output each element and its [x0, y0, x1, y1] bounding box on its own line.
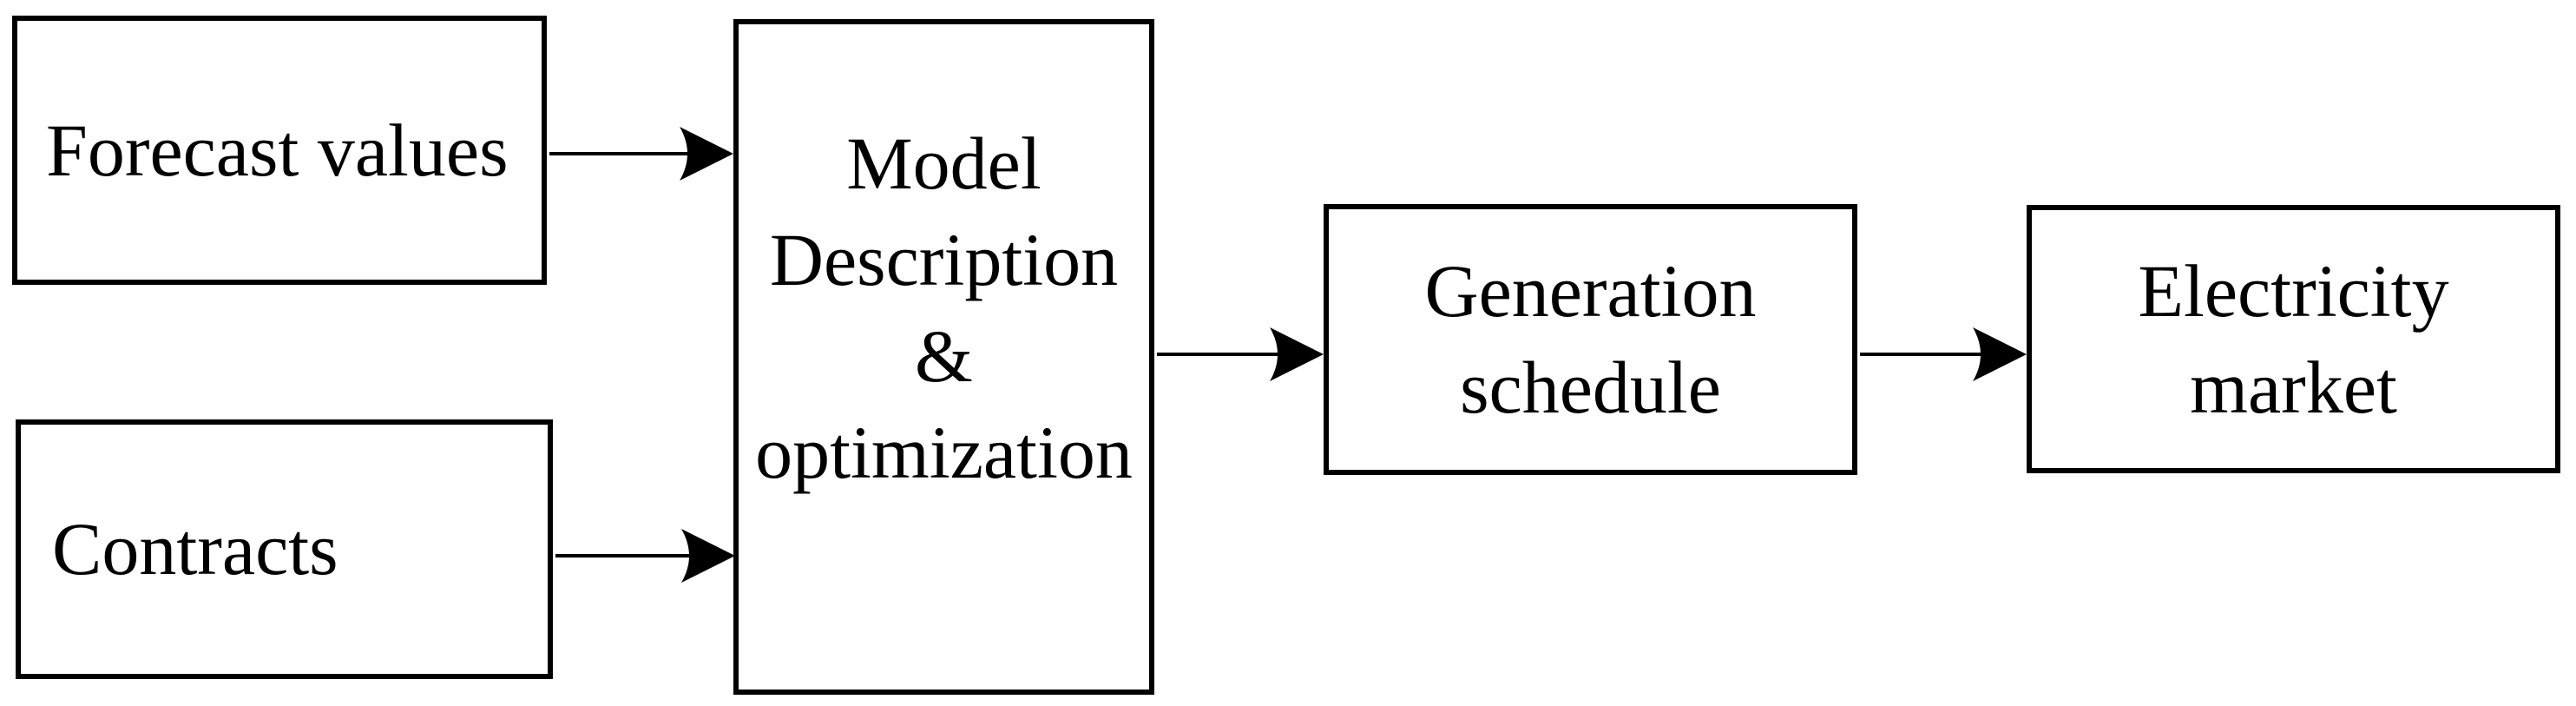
- node-forecast-values: Forecast values: [12, 16, 547, 285]
- node-electricity-market: Electricity market: [2027, 205, 2560, 473]
- arrow-forecast-to-model: [549, 127, 733, 181]
- node-model-description-optimization: Model Description & optimization: [733, 19, 1154, 695]
- node-model-label-line-2: Description: [769, 218, 1119, 301]
- node-forecast-values-label: Forecast values: [46, 108, 509, 192]
- node-contracts: Contracts: [16, 419, 553, 679]
- arrow-generation-to-market: [1860, 327, 2027, 381]
- node-model-label-line-3: &: [915, 314, 973, 398]
- arrow-model-to-generation: [1157, 327, 1324, 381]
- node-model-label-line-1: Model: [846, 122, 1042, 205]
- arrow-contracts-to-model: [555, 529, 735, 583]
- node-model-label-line-4: optimization: [755, 411, 1133, 494]
- node-generation-schedule: Generation schedule: [1324, 204, 1857, 475]
- node-generation-label-line-2: schedule: [1460, 346, 1721, 429]
- node-contracts-label: Contracts: [52, 507, 338, 591]
- node-market-label-line-2: market: [2190, 345, 2397, 429]
- node-generation-label-line-1: Generation: [1424, 249, 1757, 333]
- node-market-label-line-1: Electricity: [2138, 248, 2449, 333]
